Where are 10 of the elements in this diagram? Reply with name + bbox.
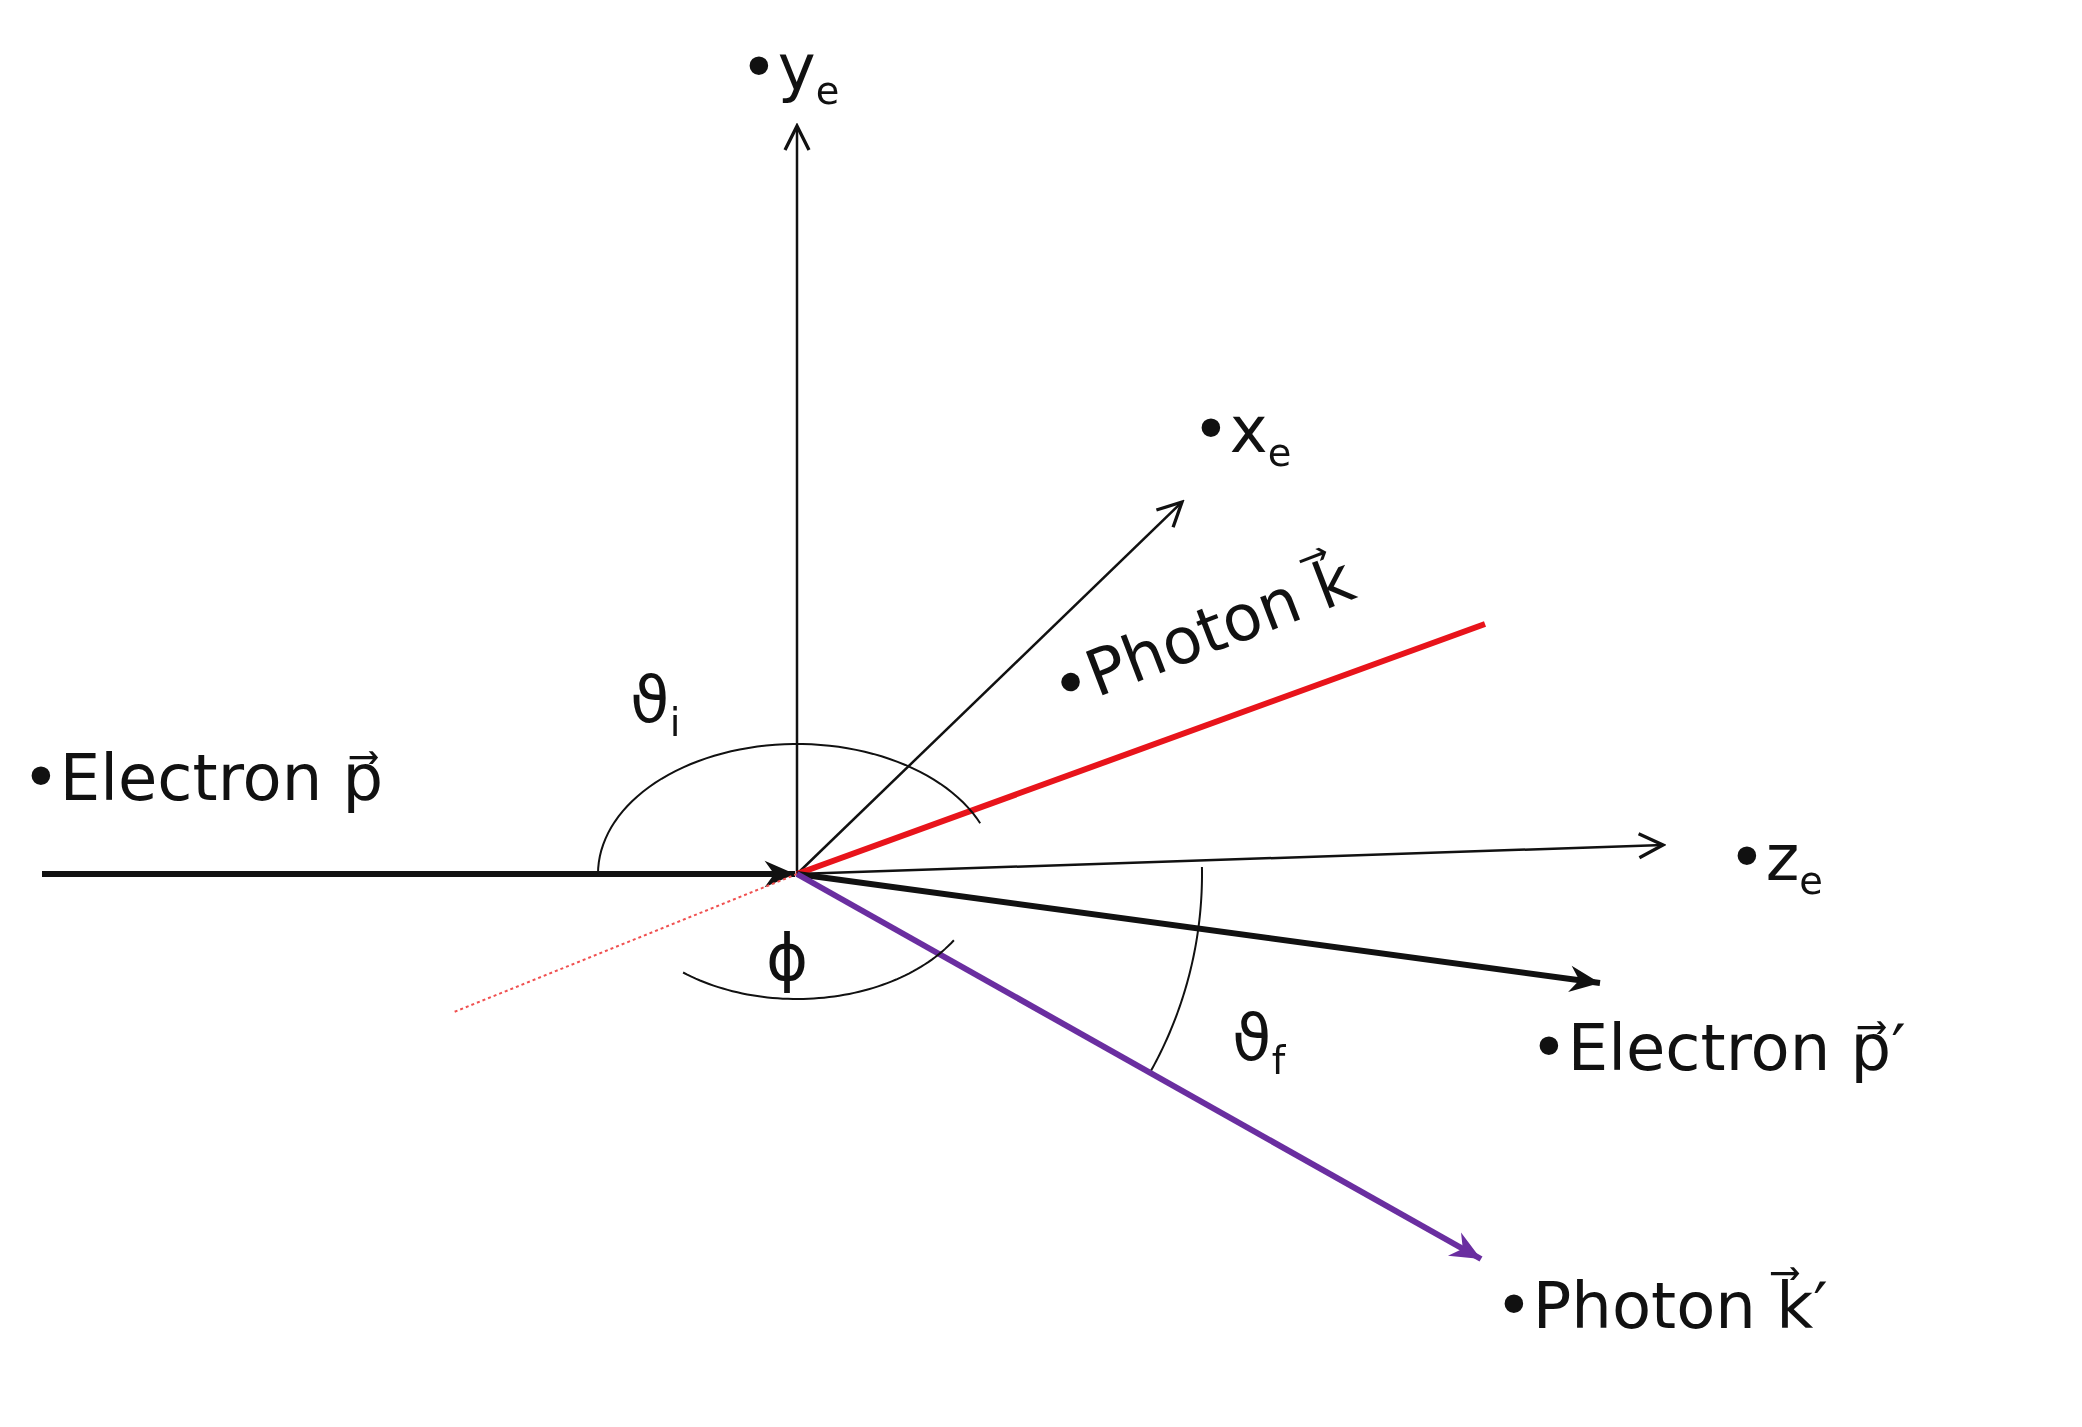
- angle-label: ϑ$_{i}$: [630, 662, 681, 746]
- angle-label: ϕ: [766, 920, 809, 997]
- angle-label: ϑ$_{f}$: [1232, 1000, 1286, 1084]
- axis-label: •x$_{e}$: [1192, 392, 1292, 476]
- axis-label: •y$_{e}$: [740, 30, 840, 114]
- axis-label: •z$_{e}$: [1728, 820, 1823, 904]
- vector-label: •Photon k⃗′: [1495, 1268, 1828, 1345]
- vector-label: •Electron p⃗′: [1530, 1010, 1906, 1087]
- vector-label: •Photon k⃗: [1040, 540, 1365, 727]
- vector-label: •Electron p⃗: [22, 740, 384, 817]
